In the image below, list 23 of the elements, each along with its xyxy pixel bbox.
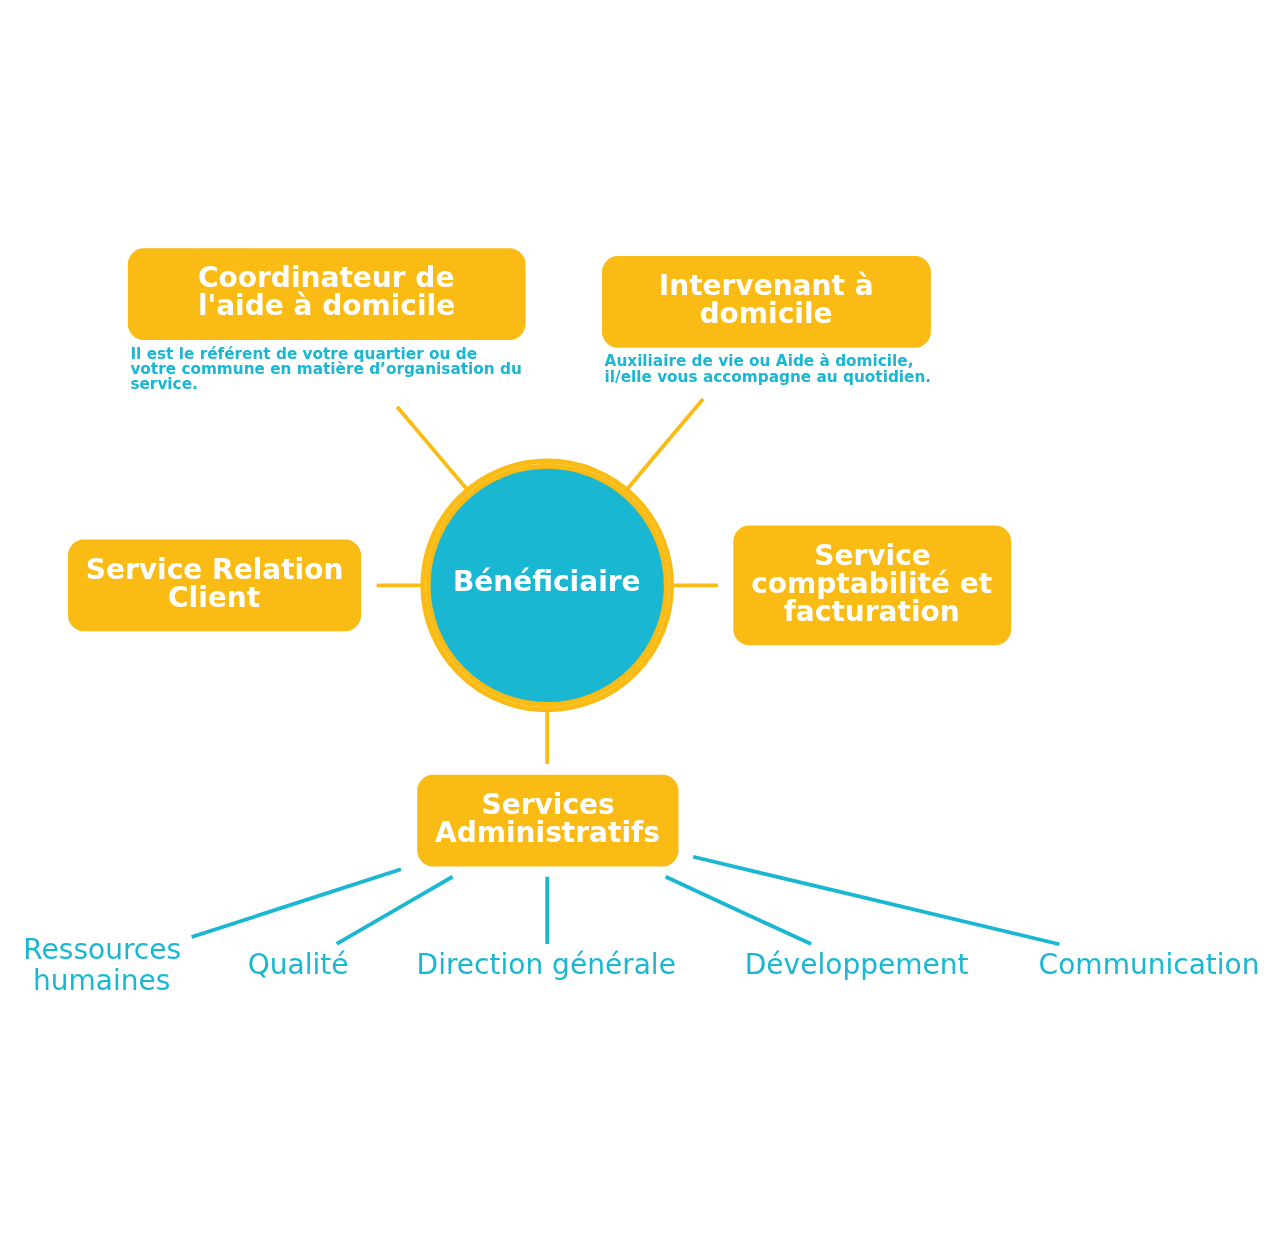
connector xyxy=(395,404,469,491)
node-circle: Bénéficiaire xyxy=(420,458,675,712)
node-box: Service Relation Client xyxy=(67,539,362,631)
node-text: Direction générale xyxy=(416,947,676,981)
node-text: Communication xyxy=(1038,947,1260,981)
node-label: Il est le référent de votre quartier ou de votre commune en matière d’organisation du service. xyxy=(130,344,522,393)
connector xyxy=(625,397,705,491)
connector xyxy=(664,874,812,946)
connector xyxy=(191,866,402,939)
node-label: Auxiliaire de vie ou Aide à domicile, il/elle vous accompagne au quotidien. xyxy=(604,351,932,386)
connector xyxy=(545,709,550,764)
node-text: Qualité xyxy=(247,947,349,981)
connector xyxy=(692,854,1060,946)
node-box: Coordinateur de l'aide à domicile xyxy=(127,247,526,340)
connector xyxy=(545,876,550,944)
connector xyxy=(671,583,718,587)
node-text: Développement xyxy=(744,947,969,981)
node-box: Intervenant à domicile xyxy=(602,255,931,348)
node-box: Services Administratifs xyxy=(417,774,679,866)
connector xyxy=(335,874,454,946)
connector xyxy=(376,583,423,587)
node-text: Ressources humaines xyxy=(23,932,182,997)
node-box: Service comptabilité et facturation xyxy=(733,525,1012,645)
